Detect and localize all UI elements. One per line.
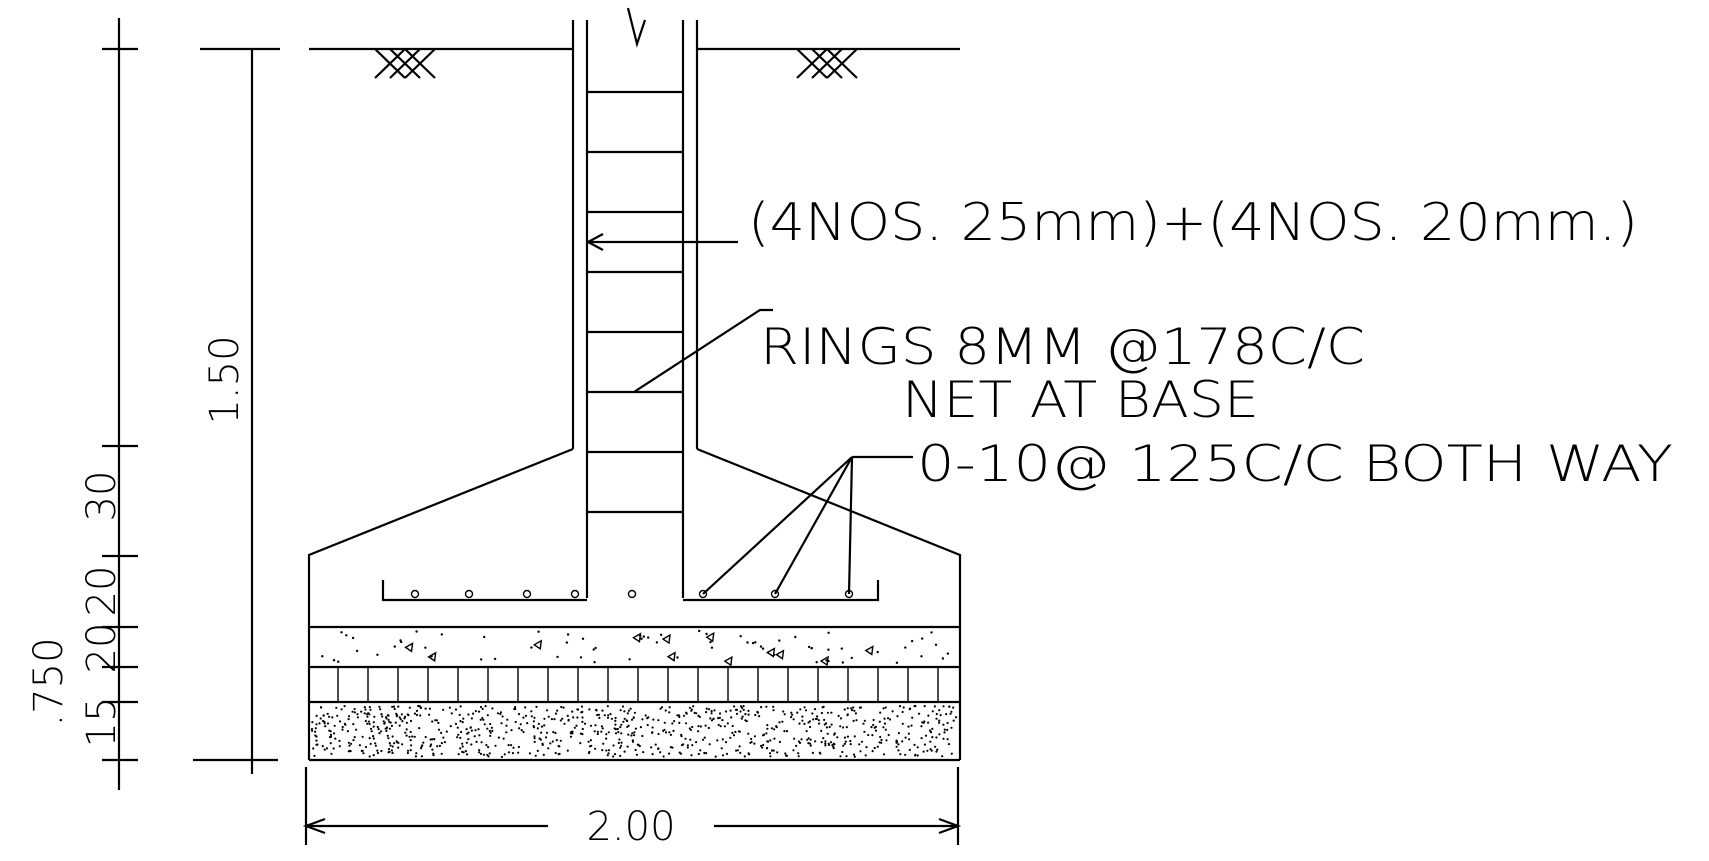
dimension-chain-left bbox=[102, 18, 138, 790]
dimension-20-upper-label: 20 bbox=[79, 566, 125, 617]
dimension-15-label: 15 bbox=[79, 697, 125, 748]
main-bars-label: (4NOS. 25mm)+(4NOS. 20mm.) bbox=[748, 193, 1638, 253]
earth-hatch-symbol-left bbox=[374, 48, 436, 79]
leader-main-bars bbox=[585, 233, 738, 251]
leader-rings bbox=[633, 308, 773, 393]
earth-hatch-symbol-right bbox=[796, 48, 858, 79]
brick-soling-layer bbox=[309, 665, 960, 704]
dimension-width bbox=[302, 767, 962, 845]
leader-base-bars bbox=[702, 455, 913, 595]
net-at-base-label: NET AT BASE bbox=[902, 371, 1259, 429]
dimension-30-label: 30 bbox=[79, 471, 125, 522]
pcc-layer bbox=[309, 625, 960, 667]
sand-filling-layer bbox=[310, 704, 958, 759]
dimension-20-lower-label: 20 bbox=[79, 623, 125, 674]
column-outline bbox=[571, 7, 699, 598]
base-bars-label: 0-10@ 125C/C BOTH WAY bbox=[917, 435, 1673, 493]
dimension-total-depth bbox=[193, 47, 280, 774]
column-ring-ties bbox=[587, 90, 683, 514]
rings-label: RINGS 8MM @178C/C bbox=[760, 318, 1365, 376]
footing-outline bbox=[307, 447, 962, 762]
dimension-750-label: .750 bbox=[26, 637, 72, 726]
dimension-width-label: 2.00 bbox=[586, 804, 675, 850]
base-reinforcement bbox=[381, 580, 880, 602]
dimension-total-depth-label: 1.50 bbox=[202, 335, 248, 424]
